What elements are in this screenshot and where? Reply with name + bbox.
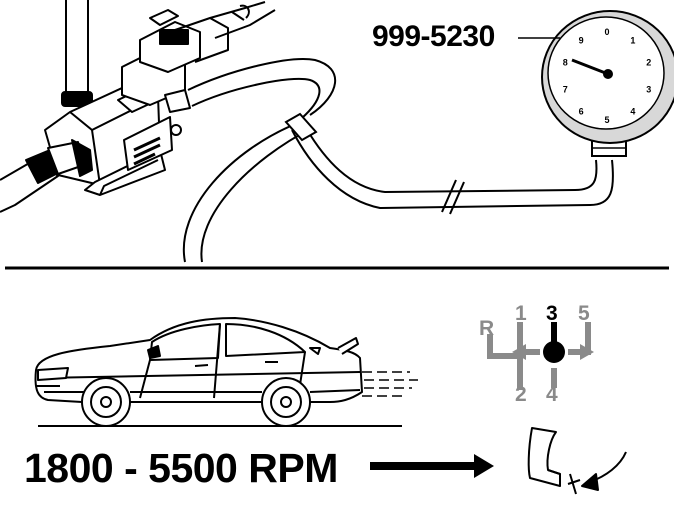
gauge-dial-number: 7 — [563, 85, 568, 95]
gauge-dial-number: 4 — [630, 107, 635, 117]
gauge-dial-number: 2 — [646, 57, 651, 67]
gauge-dial-number: 0 — [604, 27, 609, 37]
gear-label-5: 5 — [578, 302, 590, 325]
gauge-dial-number: 5 — [604, 115, 609, 125]
gear-label-1: 1 — [515, 302, 527, 325]
gauge-needle — [571, 58, 609, 76]
accelerator-pedal — [527, 427, 627, 495]
gear-label-3-selected: 3 — [546, 302, 558, 325]
rpm-arrow — [370, 454, 494, 478]
gear-label-2: 2 — [515, 383, 527, 406]
gauge-dial-number: 6 — [579, 107, 584, 117]
gauge-dial-number: 1 — [630, 35, 635, 45]
gear-shift-pattern — [487, 322, 594, 390]
upper-pipe — [209, 1, 276, 39]
gauge-dial-number: 9 — [579, 35, 584, 45]
gauge-dial-numbers: 0 1 2 3 4 5 6 7 8 9 — [563, 27, 652, 125]
gear-label-reverse: R — [479, 317, 495, 340]
vacuum-hose — [182, 58, 336, 263]
engine-speed-label: 1800 - 5500 RPM — [24, 445, 338, 491]
gear-selector-knob — [543, 341, 565, 363]
motion-lines — [362, 371, 418, 397]
gauge-dial-number: 3 — [646, 85, 651, 95]
car-illustration — [34, 317, 363, 427]
gauge-hose — [284, 112, 614, 215]
solenoid-valve-assembly — [0, 0, 229, 213]
gauge-dial-number: 8 — [563, 57, 568, 67]
vacuum-gauge: 0 1 2 3 4 5 6 7 8 9 — [541, 10, 674, 157]
tool-part-number: 999-5230 — [372, 20, 495, 53]
gear-label-4: 4 — [546, 383, 558, 406]
